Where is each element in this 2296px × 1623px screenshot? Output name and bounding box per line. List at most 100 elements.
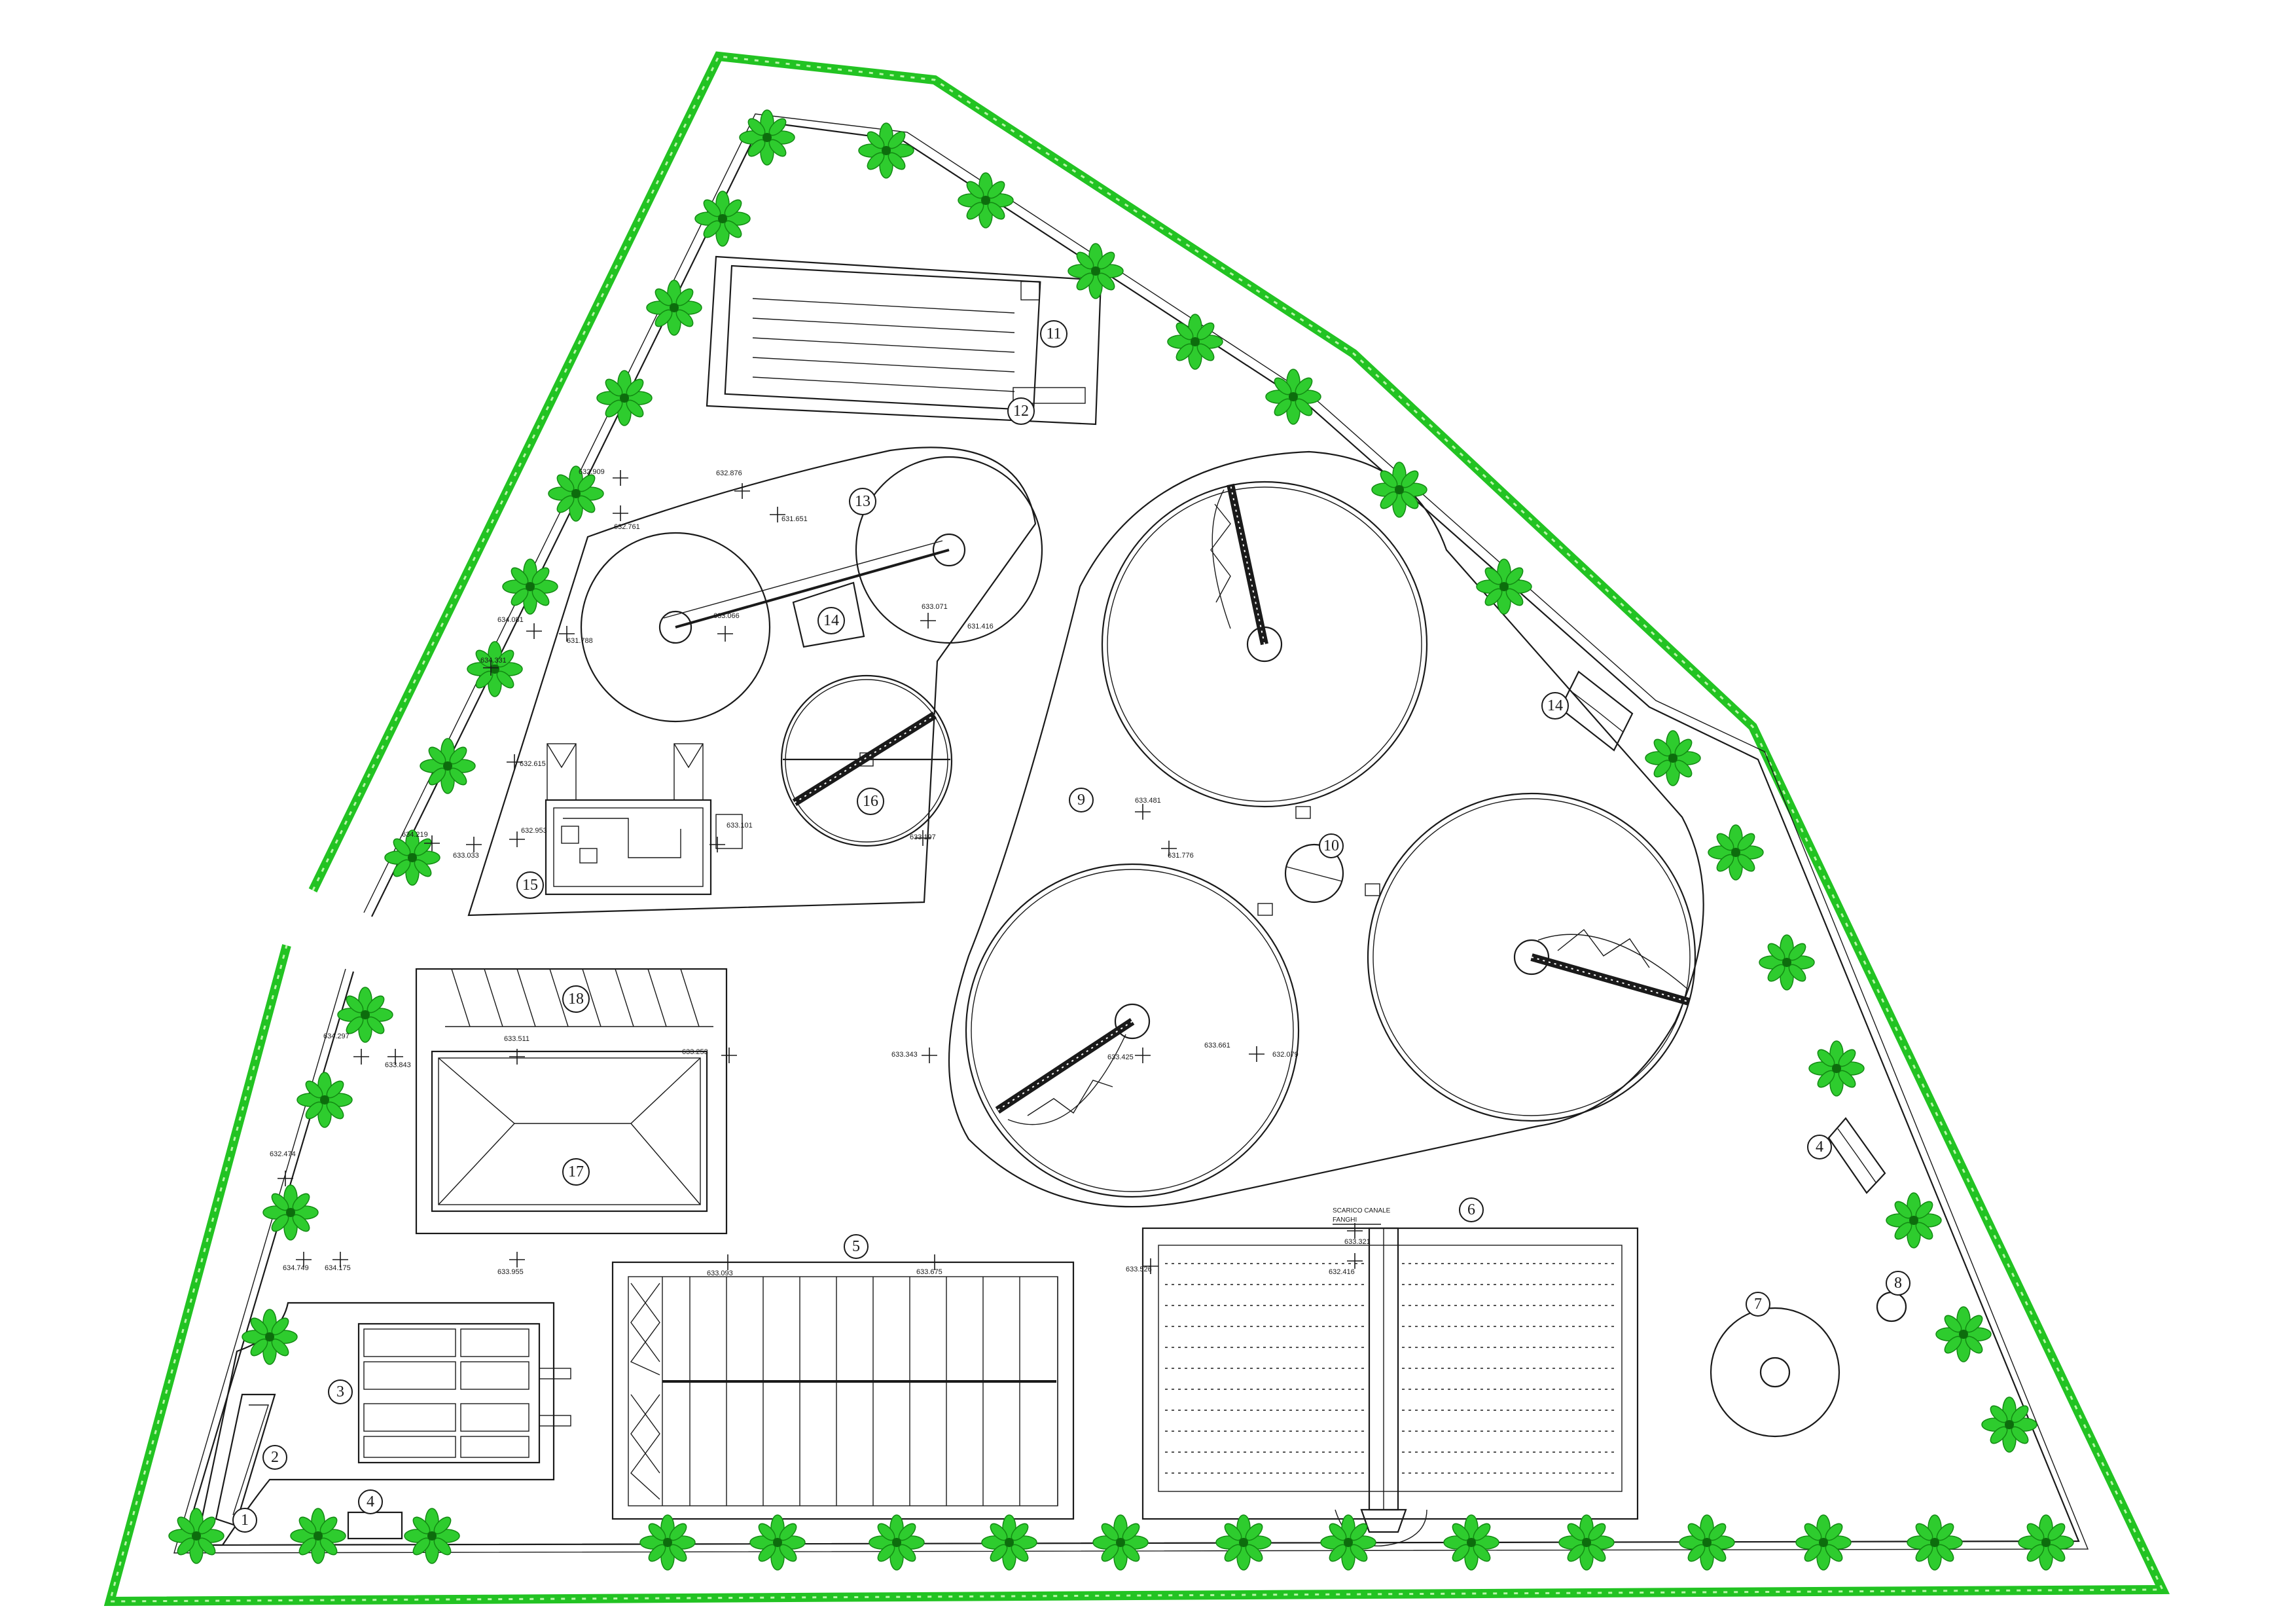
thickener-left bbox=[580, 532, 771, 723]
sludge-discharge-note: SCARICO CANALE FANGHI bbox=[1333, 1207, 1391, 1225]
tree-icon bbox=[1907, 1514, 1963, 1571]
survey-point-icon bbox=[465, 836, 482, 853]
tree-icon bbox=[404, 1508, 460, 1564]
tree-icon bbox=[958, 172, 1014, 228]
filtration-units bbox=[1141, 1227, 1639, 1546]
thickener-right bbox=[855, 456, 1043, 644]
elevation-label: 633.253 bbox=[682, 1048, 708, 1056]
parking-building bbox=[415, 968, 728, 1235]
survey-point-icon bbox=[709, 836, 726, 853]
tree-icon bbox=[420, 738, 476, 794]
tree-icon bbox=[467, 641, 523, 697]
elevation-label: 633.675 bbox=[916, 1268, 942, 1276]
elevation-label: 633.033 bbox=[453, 852, 479, 860]
survey-point-icon bbox=[1346, 1252, 1363, 1269]
svg-text:1: 1 bbox=[241, 1512, 249, 1529]
tree-icon bbox=[2018, 1514, 2074, 1571]
tree-icon bbox=[1215, 1514, 1272, 1571]
building-17 bbox=[431, 1050, 708, 1213]
unit-label-13: 13 bbox=[849, 488, 876, 515]
storage-tank bbox=[1710, 1307, 1840, 1438]
tree-icon bbox=[749, 1514, 806, 1571]
clarifier-compound bbox=[948, 450, 1704, 1208]
svg-text:2: 2 bbox=[271, 1449, 279, 1466]
elevation-label: 633.066 bbox=[713, 612, 740, 620]
elevation-label: 633.661 bbox=[1204, 1042, 1230, 1049]
unit-label-4b: 4 bbox=[1807, 1135, 1832, 1159]
tree-icon bbox=[869, 1514, 925, 1571]
tree-icon bbox=[1476, 558, 1532, 615]
trees bbox=[168, 109, 2074, 1571]
elevation-label: 633.526 bbox=[1126, 1266, 1152, 1273]
tree-icon bbox=[168, 1508, 224, 1564]
elevation-label: 633.071 bbox=[922, 603, 948, 611]
building-15 bbox=[545, 799, 712, 896]
svg-text:10: 10 bbox=[1323, 837, 1339, 854]
tree-icon bbox=[981, 1514, 1037, 1571]
survey-point-icon bbox=[920, 612, 937, 629]
distribution-chamber bbox=[1284, 843, 1344, 903]
elevation-label: 632.909 bbox=[579, 468, 605, 476]
unit-label-8: 8 bbox=[1886, 1271, 1910, 1296]
unit-label-5: 5 bbox=[844, 1234, 869, 1259]
digester bbox=[780, 674, 953, 847]
elevation-label: 633.481 bbox=[1135, 797, 1161, 805]
tree-icon bbox=[1443, 1514, 1499, 1571]
tree-icon bbox=[1935, 1306, 1992, 1362]
elevation-label: 633.101 bbox=[726, 822, 753, 830]
unit-label-10: 10 bbox=[1319, 833, 1344, 858]
tree-icon bbox=[1759, 934, 1815, 991]
survey-point-icon bbox=[1134, 803, 1151, 820]
tree-icon bbox=[262, 1184, 319, 1241]
tree-icon bbox=[1808, 1040, 1865, 1097]
survey-point-icon bbox=[719, 1254, 736, 1271]
elevation-label: 632.876 bbox=[716, 469, 742, 477]
tree-icon bbox=[1320, 1514, 1376, 1571]
tree-icon bbox=[1265, 369, 1321, 425]
tree-icon bbox=[1679, 1514, 1735, 1571]
note-line-1: SCARICO CANALE bbox=[1333, 1207, 1391, 1214]
tree-icon bbox=[1645, 730, 1701, 786]
elevation-label: 633.511 bbox=[504, 1035, 529, 1043]
elevation-label: 633.955 bbox=[497, 1268, 524, 1276]
svg-text:18: 18 bbox=[568, 991, 584, 1008]
tree-icon bbox=[646, 280, 702, 336]
svg-text:17: 17 bbox=[568, 1163, 584, 1180]
elevation-label: 632.615 bbox=[520, 760, 546, 768]
tree-icon bbox=[502, 558, 558, 615]
unit-label-2: 2 bbox=[262, 1445, 287, 1470]
svg-text:4: 4 bbox=[1816, 1139, 1823, 1156]
unit-label-12: 12 bbox=[1007, 397, 1035, 425]
tree-icon bbox=[1167, 314, 1223, 370]
clarifier-left bbox=[965, 863, 1300, 1198]
elevation-label: 632.474 bbox=[270, 1150, 296, 1158]
unit-label-16: 16 bbox=[857, 788, 884, 815]
unit-label-15: 15 bbox=[516, 871, 544, 899]
tree-icon bbox=[639, 1514, 696, 1571]
clarifier-top bbox=[1101, 481, 1428, 808]
survey-point-icon bbox=[1248, 1046, 1265, 1063]
survey-point-icon bbox=[612, 505, 629, 522]
unit-label-11: 11 bbox=[1040, 320, 1067, 348]
elevation-label: 634.331 bbox=[480, 657, 507, 665]
elevation-label: 633.093 bbox=[707, 1269, 733, 1277]
filter-lines-left bbox=[1165, 1263, 1365, 1474]
svg-text:9: 9 bbox=[1077, 792, 1085, 809]
survey-point-icon bbox=[526, 623, 543, 640]
unit-labels: 1 2 3 4 4 5 6 7 8 9 10 11 12 13 14 14 15… bbox=[232, 320, 1910, 1533]
perimeter-hedge bbox=[103, 51, 2170, 1607]
unit-label-6: 6 bbox=[1459, 1197, 1484, 1222]
tree-icon bbox=[596, 370, 653, 426]
unit-label-14b: 14 bbox=[1541, 692, 1569, 720]
tree-icon bbox=[1067, 243, 1124, 299]
elevation-label: 633.425 bbox=[1107, 1053, 1134, 1061]
tree-icon bbox=[739, 109, 795, 166]
survey-point-icon bbox=[612, 469, 629, 486]
svg-text:13: 13 bbox=[855, 493, 870, 510]
unit-label-4a: 4 bbox=[358, 1489, 383, 1514]
tree-icon bbox=[1708, 824, 1764, 881]
note-line-2: FANGHI bbox=[1333, 1216, 1357, 1224]
tree-icon bbox=[296, 1072, 353, 1128]
tree-icon bbox=[858, 122, 914, 179]
